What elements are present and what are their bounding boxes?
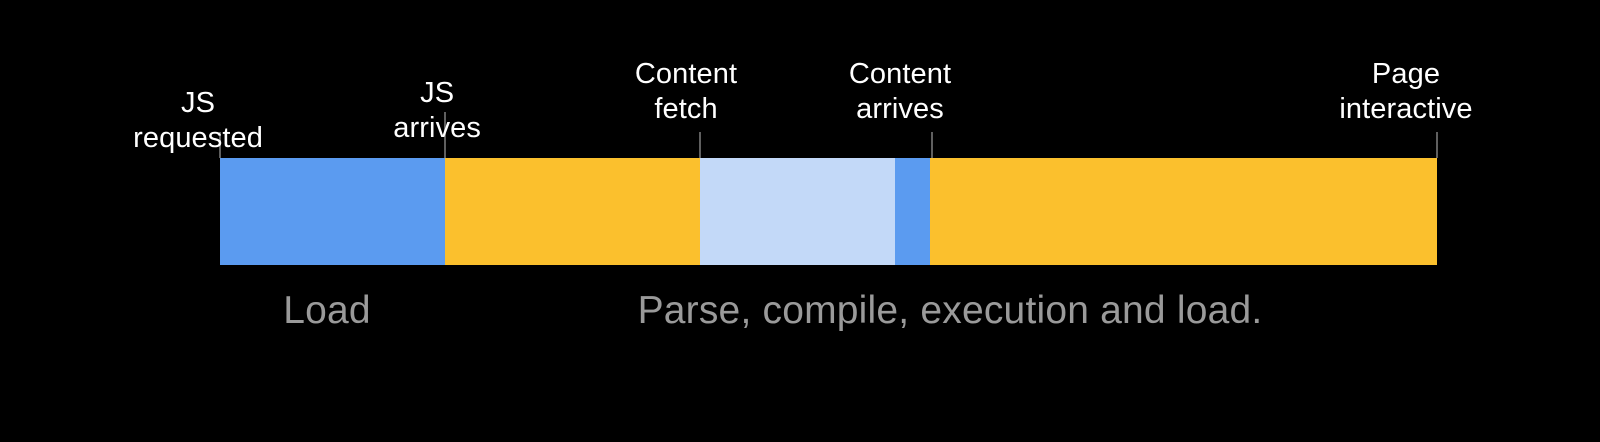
bar-segment-execution-and-load	[930, 158, 1437, 265]
milestone-label-content-arrives: Content arrives	[848, 58, 952, 125]
milestone-tick-content-arrives	[931, 132, 933, 158]
timeline-bar	[220, 158, 1437, 265]
milestone-tick-page-interactive	[1436, 132, 1438, 158]
milestone-label-content-fetch: Content fetch	[634, 58, 738, 125]
milestone-label-js-arrives: JS arrives	[393, 77, 481, 144]
bar-segment-content-load	[895, 158, 930, 265]
milestone-tick-js-requested	[219, 132, 221, 158]
milestone-label-page-interactive: Page interactive	[1339, 58, 1473, 125]
milestone-label-js-requested: JS requested	[133, 87, 263, 154]
bar-segment-content-fetch-wait	[700, 158, 895, 265]
milestone-tick-content-fetch	[699, 132, 701, 158]
bar-segment-js-load	[220, 158, 445, 265]
phase-caption-parse-compile-execute-phase: Parse, compile, execution and load.	[637, 289, 1263, 332]
bar-segment-js-parse-compile	[445, 158, 700, 265]
phase-caption-load-phase: Load	[283, 289, 371, 332]
milestone-tick-js-arrives	[444, 112, 446, 158]
